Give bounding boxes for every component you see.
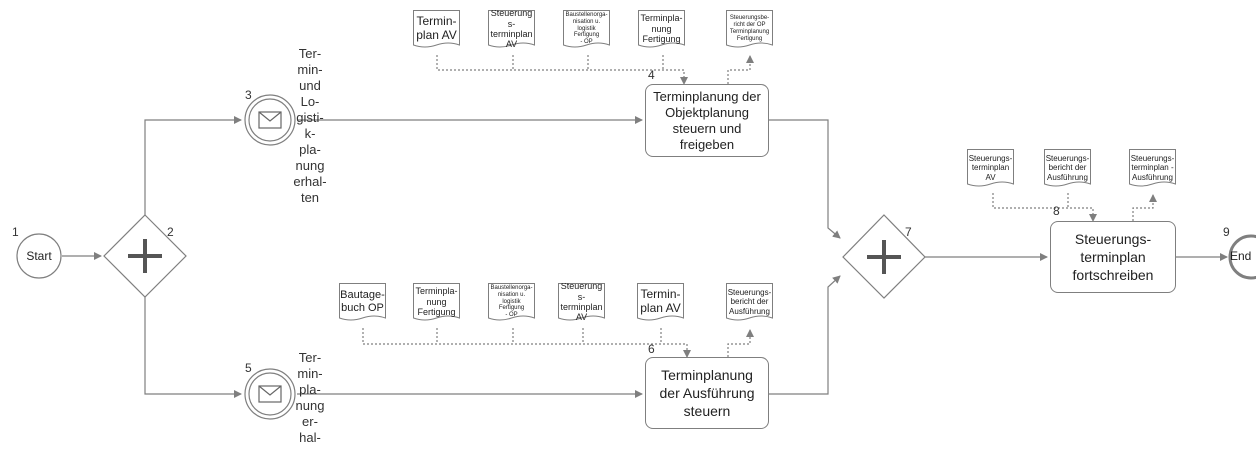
data-object-top-1[interactable]: Termin- plan AV: [413, 10, 460, 48]
data-object-label: Steuerungs- terminplan - Ausführung: [1130, 154, 1175, 182]
data-object-top-3[interactable]: Baustellenorga- nisation u. logistik Fer…: [563, 10, 610, 48]
data-object-label: Baustellenorga- nisation u. logistik Fer…: [490, 284, 533, 319]
data-object-bottom-1[interactable]: Bautage- buch OP: [339, 283, 386, 321]
data-object-label: Termin- plan AV: [416, 14, 457, 42]
task-4-objektplanung[interactable]: Terminplanung der Objektplanung steuern …: [645, 84, 769, 157]
data-object-label: Steuerungsbe- richt der OP Terminplanung…: [729, 15, 770, 42]
task-4-number: 4: [648, 68, 655, 82]
flow-task6-to-join: [769, 275, 841, 395]
data-object-right-2[interactable]: Steuerungs- bericht der Ausführung: [1044, 149, 1091, 187]
data-object-label: Termin- plan AV: [640, 287, 681, 315]
task-6-ausfuehrung[interactable]: Terminplanung der Ausführung steuern: [645, 357, 769, 429]
event-5-label: Ter- min- pla- nung er- hal-: [295, 350, 325, 445]
end-event-number: 9: [1223, 225, 1230, 239]
end-event-circle: [1228, 234, 1256, 280]
task-6-label: Terminplanung der Ausführung steuern: [659, 367, 755, 419]
data-associations-top: [436, 55, 754, 85]
data-object-right-1[interactable]: Steuerungs- terminplan AV: [967, 149, 1014, 187]
start-event-label: Start: [26, 249, 52, 263]
data-object-label: Terminpla- nung Fertigung: [415, 286, 458, 318]
flow-gateway-to-event3: [144, 116, 242, 215]
data-object-label: Steuerungs- bericht der Ausführung: [1045, 154, 1090, 182]
parallel-gateway-join: [842, 214, 926, 299]
data-associations-bottom: [362, 328, 754, 358]
data-object-bottom-4[interactable]: Steuerungs- terminplan AV: [558, 283, 605, 321]
event-3-label: Ter- min- und Lo- gisti- k- pla- nung er…: [293, 46, 327, 205]
data-object-label: Steuerungs- bericht der Ausführung: [727, 288, 772, 316]
data-object-top-2[interactable]: Steuerungs- terminplan AV: [488, 10, 535, 48]
message-event-3: [244, 94, 296, 146]
data-object-label: Steuerungs- terminplan AV: [968, 154, 1013, 182]
start-event-number: 1: [12, 225, 19, 239]
task-8-label: Steuerungs- terminplan fortschreiben: [1072, 231, 1154, 283]
data-object-label: Steuerungs- terminplan AV: [490, 10, 533, 48]
task-4-label: Terminplanung der Objektplanung steuern …: [653, 88, 761, 152]
start-event-circle: [16, 233, 62, 279]
task-8-fortschreiben[interactable]: Steuerungs- terminplan fortschreiben: [1050, 221, 1176, 293]
data-object-bottom-3[interactable]: Baustellenorga- nisation u. logistik Fer…: [488, 283, 535, 321]
gateway-join-number: 7: [905, 225, 912, 239]
flow-task4-to-join: [769, 119, 841, 239]
data-object-bottom-6[interactable]: Steuerungs- bericht der Ausführung: [726, 283, 773, 321]
data-associations-right: [992, 193, 1157, 222]
gateway-split-number: 2: [167, 225, 174, 239]
event-5-number: 5: [245, 361, 252, 375]
parallel-gateway-split: [103, 214, 187, 298]
data-object-top-5[interactable]: Steuerungsbe- richt der OP Terminplanung…: [726, 10, 773, 48]
event-3-number: 3: [245, 88, 252, 102]
data-object-label: Bautage- buch OP: [340, 289, 385, 314]
data-object-right-3[interactable]: Steuerungs- terminplan - Ausführung: [1129, 149, 1176, 187]
data-object-bottom-5[interactable]: Termin- plan AV: [637, 283, 684, 321]
data-object-label: Terminpla- nung Fertigung: [640, 13, 683, 45]
data-object-top-4[interactable]: Terminpla- nung Fertigung: [638, 10, 685, 48]
flow-gateway-to-event5: [144, 297, 242, 398]
message-event-5: [244, 368, 296, 420]
task-6-number: 6: [648, 342, 655, 356]
data-object-label: Steuerungs- terminplan AV: [560, 283, 603, 321]
data-object-bottom-2[interactable]: Terminpla- nung Fertigung: [413, 283, 460, 321]
task-8-number: 8: [1053, 204, 1060, 218]
end-event-label: End: [1230, 249, 1252, 263]
data-object-label: Baustellenorga- nisation u. logistik Fer…: [565, 11, 608, 46]
